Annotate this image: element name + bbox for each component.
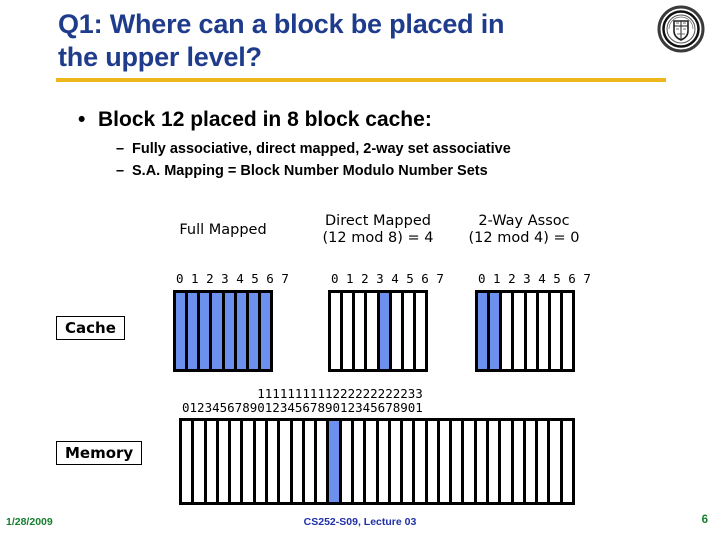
university-seal-logo (656, 4, 706, 54)
memory-block-10 (304, 421, 315, 502)
memory-block-2 (206, 421, 216, 502)
memory-block-28 (525, 421, 536, 502)
column-heading-full-mapped: Full Mapped (160, 222, 286, 239)
cache-block-two-way-assoc-7 (562, 293, 572, 369)
memory-block-6 (255, 421, 265, 502)
memory-block-18 (403, 421, 413, 502)
bullet-level2-item-1: –S.A. Mapping = Block Number Modulo Numb… (116, 163, 488, 179)
memory-block-29 (538, 421, 548, 502)
memory-block-31 (562, 421, 572, 502)
memory-block-30 (550, 421, 560, 502)
cache-block-full-mapped-0 (176, 293, 186, 369)
index-labels-full-mapped: 0 1 2 3 4 5 6 7 (176, 271, 289, 286)
memory-block-5 (243, 421, 253, 502)
cache-block-two-way-assoc-1 (490, 293, 500, 369)
cache-block-two-way-assoc-3 (514, 293, 524, 369)
cache-block-full-mapped-6 (248, 293, 258, 369)
bullet-level2-text-1: S.A. Mapping = Block Number Modulo Numbe… (132, 163, 488, 179)
cache-block-direct-mapped-5 (391, 293, 401, 369)
memory-block-9 (292, 421, 302, 502)
cache-block-two-way-assoc-2 (502, 293, 512, 369)
memory-block-4 (231, 421, 241, 502)
cache-block-direct-mapped-0 (331, 293, 341, 369)
footer-page-number: 6 (701, 514, 708, 526)
cache-block-full-mapped-1 (188, 293, 198, 369)
cache-block-direct-mapped-1 (343, 293, 353, 369)
memory-block-26 (501, 421, 511, 502)
memory-block-27 (513, 421, 523, 502)
bullet-level1-text: Block 12 placed in 8 block cache: (98, 108, 432, 131)
memory-block-17 (390, 421, 401, 502)
column-heading-full-mapped-line1: Full Mapped (179, 222, 267, 238)
column-heading-direct-mapped-line1: Direct Mapped (325, 213, 431, 229)
bullet-dash-icon: – (116, 163, 125, 179)
memory-block-12 (329, 421, 339, 502)
cache-block-direct-mapped-4 (379, 293, 389, 369)
cache-block-direct-mapped-7 (415, 293, 425, 369)
footer-date: 1/28/2009 (6, 516, 53, 528)
column-heading-two-way-assoc-line2: (12 mod 4) = 0 (468, 230, 580, 246)
bullet-level2-text-0: Fully associative, direct mapped, 2-way … (132, 141, 511, 157)
memory-block-1 (194, 421, 204, 502)
cache-block-full-mapped-2 (200, 293, 210, 369)
column-heading-two-way-assoc: 2-Way Assoc (12 mod 4) = 0 (458, 213, 590, 247)
cache-block-two-way-assoc-6 (550, 293, 560, 369)
bullet-level1: • Block 12 placed in 8 block cache: (78, 108, 432, 132)
memory-block-19 (415, 421, 425, 502)
memory-block-11 (317, 421, 327, 502)
bullet-level2-item-0: –Fully associative, direct mapped, 2-way… (116, 141, 511, 157)
cache-block-full-mapped-5 (236, 293, 246, 369)
column-heading-direct-mapped: Direct Mapped (12 mod 8) = 4 (312, 213, 444, 247)
memory-block-14 (353, 421, 364, 502)
footer-course-title: CS252-S09, Lecture 03 (303, 516, 417, 528)
cache-block-two-way-assoc-4 (526, 293, 536, 369)
title-underline-rule (56, 78, 666, 82)
memory-block-13 (341, 421, 351, 502)
cache-block-direct-mapped-3 (367, 293, 377, 369)
memory-index-ones: 01234567890123456789012345678901 (182, 400, 423, 415)
cache-block-full-mapped-4 (224, 293, 234, 369)
memory-block-7 (267, 421, 278, 502)
memory-block-15 (366, 421, 376, 502)
memory-block-8 (280, 421, 290, 502)
column-heading-two-way-assoc-line1: 2-Way Assoc (478, 213, 570, 229)
memory-blocks (179, 418, 575, 505)
cache-label: Cache (56, 316, 125, 340)
cache-block-two-way-assoc-5 (538, 293, 548, 369)
bullet-dash-icon: – (116, 141, 125, 157)
index-labels-two-way-assoc: 0 1 2 3 4 5 6 7 (478, 271, 591, 286)
memory-label: Memory (56, 441, 143, 465)
memory-block-0 (182, 421, 192, 502)
memory-block-16 (378, 421, 388, 502)
cache-block-full-mapped-3 (212, 293, 222, 369)
cache-block-direct-mapped-6 (403, 293, 413, 369)
page-title: Q1: Where can a block be placed in the u… (58, 8, 618, 74)
memory-block-25 (489, 421, 499, 502)
memory-block-22 (452, 421, 462, 502)
memory-block-21 (439, 421, 450, 502)
cache-block-full-mapped-7 (260, 293, 270, 369)
memory-block-20 (427, 421, 437, 502)
index-labels-direct-mapped: 0 1 2 3 4 5 6 7 (331, 271, 444, 286)
cache-blocks-full-mapped (173, 290, 273, 372)
cache-block-direct-mapped-2 (355, 293, 365, 369)
page-title-line2: the upper level? (58, 42, 262, 72)
memory-index-tens: 1111111111222222222233 (182, 386, 423, 401)
cache-block-two-way-assoc-0 (478, 293, 488, 369)
memory-block-3 (218, 421, 229, 502)
cache-blocks-two-way-assoc (475, 290, 575, 372)
cache-blocks-direct-mapped (328, 290, 428, 372)
column-heading-direct-mapped-line2: (12 mod 8) = 4 (322, 230, 434, 246)
memory-block-23 (464, 421, 474, 502)
memory-block-24 (476, 421, 487, 502)
page-title-line1: Q1: Where can a block be placed in (58, 9, 505, 39)
bullet-dot-icon: • (78, 108, 86, 131)
